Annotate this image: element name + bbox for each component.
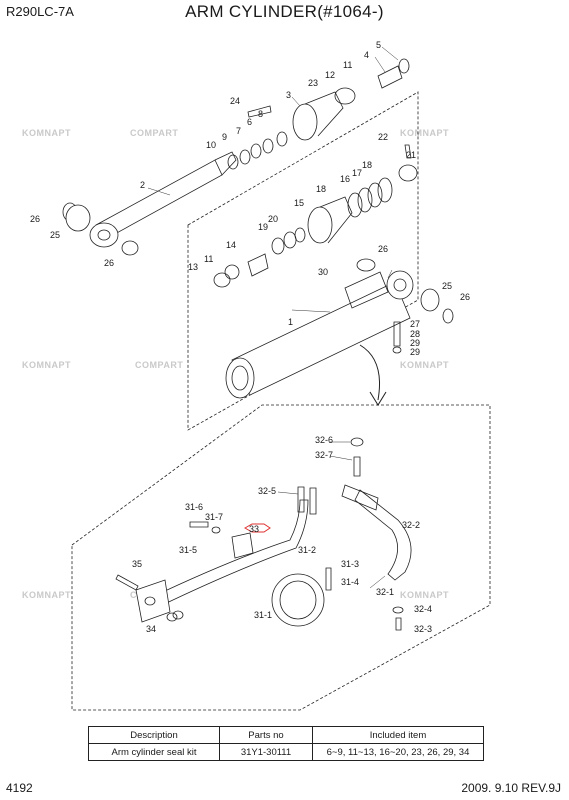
callout-30: 30 [318,267,328,277]
assembly-arrow [359,344,381,401]
callout-11: 11 [343,60,352,70]
column-header: Parts no [219,726,313,744]
callout-29: 29 [410,347,420,357]
callout-6: 6 [247,117,252,127]
callout-32-1: 32-1 [376,587,394,597]
table-row: Arm cylinder seal kit 31Y1-30111 6~9, 11… [88,743,484,761]
callout-27: 27 [410,319,420,329]
callout-32-5: 32-5 [258,486,276,496]
callout-8: 8 [258,109,263,119]
callout-26: 26 [30,214,40,224]
column-header: Included item [312,726,484,744]
table-header-row: Description Parts no Included item [88,726,484,744]
callout-17: 17 [352,168,362,178]
callout-3: 3 [286,90,291,100]
watermark-text: KOMNAPT [22,360,71,370]
callout-31-7: 31-7 [205,512,223,522]
callout-22: 22 [378,132,388,142]
callout-32-7: 32-7 [315,450,333,460]
callout-33: 33 [249,524,259,534]
callout-25: 25 [442,281,452,291]
table-cell: 31Y1-30111 [219,743,313,761]
callout-25: 25 [50,230,60,240]
callout-31-5: 31-5 [179,545,197,555]
page-title: ARM CYLINDER(#1064-) [185,2,384,21]
callout-12: 12 [325,70,335,80]
callout-18: 18 [316,184,326,194]
column-header: Description [88,726,220,744]
callout-14: 14 [226,240,236,250]
callout-13: 13 [188,262,198,272]
callout-21: 21 [406,150,416,160]
callout-32-3: 32-3 [414,624,432,634]
upper-frame [187,91,419,431]
pipe-assembly [149,499,309,609]
callout-26: 26 [378,244,388,254]
callout-9: 9 [222,132,227,142]
callout-31-3: 31-3 [341,559,359,569]
callout-2: 2 [140,180,145,190]
callout-24: 24 [230,96,240,106]
table-cell: 6~9, 11~13, 16~20, 23, 26, 29, 34 [312,743,484,761]
callout-16: 16 [340,174,350,184]
watermark-text: COMPART [130,128,179,138]
callout-18: 18 [362,160,372,170]
callout-32-2: 32-2 [402,520,420,530]
callout-26: 26 [460,292,470,302]
model-code: R290LC-7A [6,4,74,19]
watermark-text: KOMNAPT [400,360,449,370]
callout-32-6: 32-6 [315,435,333,445]
callout-34: 34 [146,624,156,634]
watermark-text: KOMNAPT [22,128,71,138]
callout-31-1: 31-1 [254,610,272,620]
callout-19: 19 [258,222,268,232]
callout-11: 11 [204,254,213,264]
callout-28: 28 [410,329,420,339]
watermark-text: COMPART [135,360,184,370]
callout-23: 23 [308,78,318,88]
lower-frame [71,404,491,711]
callout-1: 1 [288,317,293,327]
callout-5: 5 [376,40,381,50]
callout-20: 20 [268,214,278,224]
callout-10: 10 [206,140,216,150]
callout-15: 15 [294,198,304,208]
callout-26: 26 [104,258,114,268]
callout-7: 7 [236,126,241,136]
seal-kit-table: Description Parts no Included item Arm c… [88,726,484,761]
callout-31-6: 31-6 [185,502,203,512]
highlight-33-hexagon [243,523,271,533]
cylinder-tube [231,281,411,396]
callout-29: 29 [410,338,420,348]
watermark-text: KOMNAPT [400,128,449,138]
callout-31-2: 31-2 [298,545,316,555]
callout-4: 4 [364,50,369,60]
watermark-text: KOMNAPT [400,590,449,600]
table-cell: Arm cylinder seal kit [88,743,220,761]
revision-date: 2009. 9.10 REV.9J [461,781,561,795]
callout-31-4: 31-4 [341,577,359,587]
watermark-text: KOMNAPT [22,590,71,600]
callout-32-4: 32-4 [414,604,432,614]
callout-35: 35 [132,559,142,569]
page-number: 4192 [6,781,33,795]
